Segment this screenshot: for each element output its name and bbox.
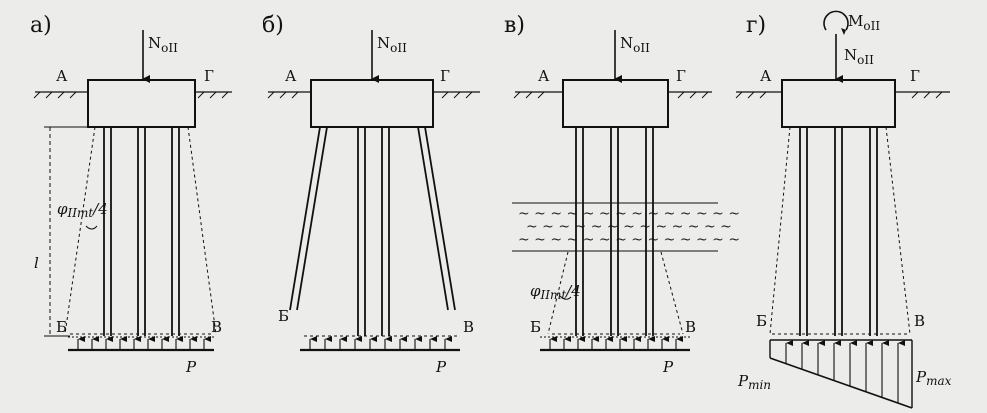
panel-v-letter: в): [504, 13, 525, 38]
panel-v-load-symbol: N: [620, 34, 633, 52]
panel-v-layer-waves-1: ~ ~ ~ ~ ~ ~ ~ ~ ~ ~ ~ ~ ~ ~: [518, 206, 740, 222]
panel-v-pressure-label: P: [662, 358, 674, 376]
svg-text:NоII: NоII: [620, 34, 650, 55]
panel-a: а) NоII: [30, 13, 232, 376]
svg-text:φIImt/4: φIImt/4: [530, 282, 581, 302]
svg-text:NоII: NоII: [148, 34, 178, 55]
panel-b-letter: б): [262, 13, 284, 38]
panel-v-piles: [575, 127, 654, 336]
panel-g-corner-g: Г: [910, 67, 920, 85]
panel-a-load-subscript: оII: [161, 41, 178, 55]
panel-b-corner-b: Б: [278, 307, 289, 325]
panel-v-load-subscript: оII: [633, 41, 650, 55]
panel-v-angle-suffix: /4: [564, 282, 581, 300]
panel-a-ground-hatch: [33, 91, 229, 99]
panel-g-pressure-slope: [769, 357, 913, 409]
panel-g-pmin-subscript: min: [748, 378, 771, 392]
panel-b-pressure-arrows: [309, 336, 452, 350]
panel-g-corner-a: А: [760, 67, 772, 85]
panel-a-angle-symbol: φ: [57, 200, 68, 218]
panel-v-corner-a: А: [538, 67, 550, 85]
panel-g-moment-symbol: M: [848, 12, 863, 30]
panel-a-load-symbol: N: [148, 34, 161, 52]
panel-a-spread-lines: [64, 126, 217, 335]
panel-b-load-symbol: N: [377, 34, 390, 52]
panel-a-corner-a: А: [56, 67, 68, 85]
panel-v-angle-symbol: φ: [530, 282, 541, 300]
panel-a-corner-b: Б: [56, 318, 67, 336]
panel-a-pile-cap: [87, 79, 196, 128]
panel-g-pmax-symbol: P: [915, 368, 927, 386]
panel-a-angle-subscript: IImt: [67, 206, 94, 220]
panel-g-letter: г): [746, 13, 766, 38]
panel-v-angle-subscript: IImt: [540, 288, 567, 302]
panel-v-pile-cap: [562, 79, 669, 128]
panel-a-length-label: l: [34, 254, 39, 272]
panel-a-piles: [103, 127, 180, 336]
panel-b-pressure-label: P: [435, 358, 447, 376]
panel-g-moment-subscript: оII: [863, 19, 880, 33]
panel-v-layer-waves-3: ~ ~ ~ ~ ~ ~ ~ ~ ~ ~ ~ ~ ~ ~: [518, 232, 740, 248]
panel-b-corner-a: А: [285, 67, 297, 85]
panel-b-corner-g: Г: [440, 67, 450, 85]
panel-g-ground-hatch: [735, 91, 943, 99]
panel-v: в) NоII ~ ~ ~ ~ ~ ~ ~ ~ ~ ~ ~ ~ ~ ~ ~ ~ …: [504, 13, 740, 376]
panel-a-corner-g: Г: [204, 67, 214, 85]
panel-b-piles: [289, 126, 456, 336]
panel-v-pressure-arrows: [549, 336, 683, 350]
svg-text:NоII: NоII: [844, 46, 874, 67]
panel-b: б) NоII: [262, 13, 480, 376]
panel-b-pile-cap: [310, 79, 434, 128]
panel-b-load-subscript: оII: [390, 41, 407, 55]
panel-v-corner-v: В: [685, 318, 696, 336]
panel-a-letter: а): [30, 13, 52, 38]
panel-g-piles: [799, 127, 878, 336]
panel-g-pmin-symbol: P: [737, 372, 749, 390]
panel-a-pressure-arrows: [77, 336, 211, 350]
panel-g-load-symbol: N: [844, 46, 857, 64]
panel-b-ground-hatch: [267, 91, 473, 99]
panel-v-corner-b: Б: [530, 318, 541, 336]
panel-g-load-subscript: оII: [857, 53, 874, 67]
panel-g-pmax-subscript: max: [926, 374, 952, 388]
panel-v-corner-g: Г: [676, 67, 686, 85]
panel-g-pile-cap: [781, 79, 896, 128]
panel-a-angle-suffix: /4: [91, 200, 108, 218]
panel-g-spread-lines: [769, 126, 911, 335]
panel-a-corner-v: В: [211, 318, 222, 336]
panel-b-corner-v: В: [463, 318, 474, 336]
svg-text:NоII: NоII: [377, 34, 407, 55]
panel-g: г) MоII NоII: [735, 10, 952, 409]
svg-text:MоII: MоII: [848, 12, 880, 33]
panel-v-weak-layer: [512, 202, 718, 252]
panel-g-moment-arc: [823, 10, 849, 31]
panel-g-corner-b: Б: [756, 312, 767, 330]
panel-g-pressure-arrows: [785, 340, 905, 403]
svg-text:Pmin: Pmin: [737, 372, 771, 392]
panel-a-pressure-label: P: [185, 358, 197, 376]
panel-g-corner-v: В: [914, 312, 925, 330]
panel-v-ground-hatch: [513, 91, 709, 99]
svg-text:Pmax: Pmax: [915, 368, 952, 388]
svg-text:φIImt/4: φIImt/4: [57, 200, 108, 220]
panel-v-spread-lines: [547, 251, 684, 335]
panel-v-layer-waves-2: ~ ~ ~ ~ ~ ~ ~ ~ ~ ~ ~ ~ ~: [526, 219, 732, 235]
